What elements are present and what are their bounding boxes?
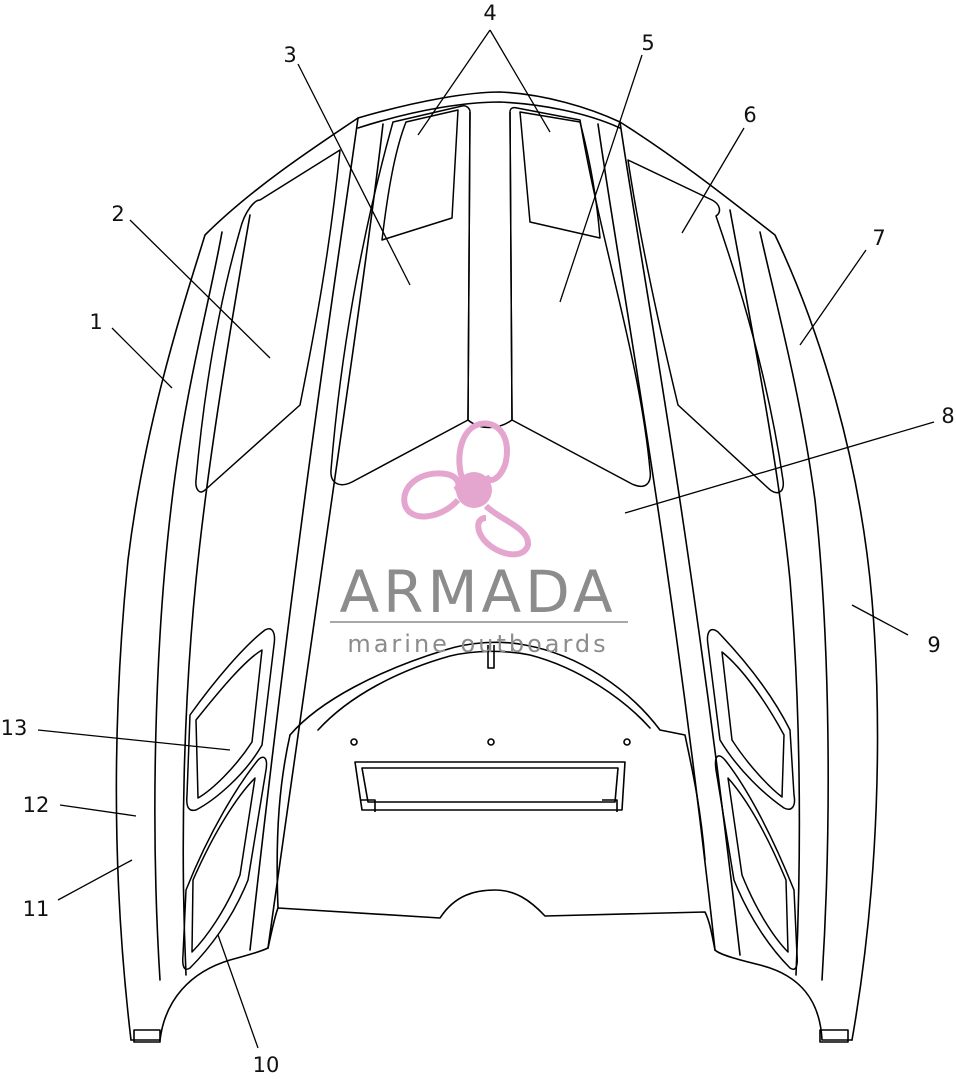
callout-11: 11: [23, 897, 50, 921]
leader-12: [59, 804, 137, 817]
leader-4a: [417, 29, 491, 136]
center-latch: [487, 645, 495, 669]
fastener-right: [623, 738, 631, 746]
leader-8: [624, 421, 935, 514]
callout-4: 4: [483, 1, 496, 25]
panel-left-top-window: [381, 109, 459, 241]
callout-8: 8: [941, 404, 954, 428]
leader-3: [297, 63, 411, 286]
right-vent-upper-inner: [721, 651, 785, 798]
left-vent-lower: [182, 756, 268, 970]
logo-blade-top: [456, 420, 510, 483]
callout-2: 2: [111, 202, 124, 226]
leader-7: [799, 249, 867, 346]
right-foot-tab: [819, 1029, 849, 1043]
rear-grille-tab-left: [360, 799, 376, 812]
leader-5: [559, 54, 643, 303]
left-fin-inner: [267, 123, 384, 949]
right-vent-lower-inner: [727, 777, 789, 953]
panel-left-center: [330, 105, 471, 486]
left-fin-outer: [249, 117, 359, 951]
fastener-left: [350, 738, 358, 746]
leader-1: [111, 327, 173, 389]
outer-shell-edge: [115, 91, 879, 1041]
rear-lip: [267, 889, 716, 951]
watermark-tagline: marine outboards: [347, 630, 608, 658]
left-vent-lower-inner: [191, 777, 256, 953]
right-vent-upper: [706, 628, 796, 810]
rear-intake-arch: [289, 641, 706, 861]
callout-7: 7: [872, 226, 885, 250]
logo-blade-left: [401, 470, 462, 520]
callout-12: 12: [23, 793, 50, 817]
panel-left-side: [195, 149, 341, 493]
leader-lines: [37, 29, 935, 1049]
leader-2: [129, 219, 271, 359]
leader-6: [681, 127, 745, 234]
outer-shell-bottom-left: [130, 947, 269, 1041]
leader-9: [851, 604, 909, 636]
logo-blade-right: [475, 503, 531, 558]
leader-13: [37, 729, 231, 751]
right-fin-inner: [597, 123, 716, 951]
right-side-crease: [729, 209, 801, 976]
leader-4b: [489, 29, 551, 133]
outer-shell-bottom-right: [714, 949, 853, 1041]
fastener-center: [487, 738, 495, 746]
top-panels: [195, 105, 785, 494]
callout-10: 10: [253, 1053, 280, 1075]
leader-10: [217, 934, 259, 1049]
right-inner-rim: [759, 231, 829, 981]
left-vent-upper-inner: [195, 649, 263, 799]
left-vent-upper: [186, 628, 276, 812]
left-foot-tab: [133, 1029, 161, 1043]
callout-5: 5: [641, 31, 654, 55]
right-fin-outer: [619, 121, 741, 956]
panel-right-side: [627, 159, 785, 494]
callout-13: 13: [1, 716, 28, 740]
rear-details: [133, 645, 849, 1043]
propeller-logo: [401, 420, 531, 558]
rear-grille: [354, 761, 626, 811]
side-vents: [182, 628, 798, 970]
center-spine: [467, 111, 513, 429]
callout-3: 3: [283, 43, 296, 67]
panel-right-top-window: [519, 111, 601, 239]
rear-grille-tab-right: [602, 799, 618, 812]
panel-right-center: [509, 106, 652, 488]
rear-intake-left-wall: [276, 734, 291, 909]
crown-band: [357, 101, 621, 129]
left-inner-rim: [154, 231, 223, 981]
callout-1: 1: [89, 310, 102, 334]
right-vent-lower: [714, 755, 798, 970]
leader-11: [57, 859, 133, 901]
rear-grille-inner: [361, 767, 619, 803]
rear-intake-arch-inner: [317, 650, 651, 731]
callout-6: 6: [743, 103, 756, 127]
left-side-crease: [182, 214, 251, 976]
callout-9: 9: [927, 633, 940, 657]
logo-hub: [456, 472, 492, 508]
watermark-brand-name: ARMADA: [339, 558, 616, 626]
cowl-outline: [115, 91, 879, 1041]
